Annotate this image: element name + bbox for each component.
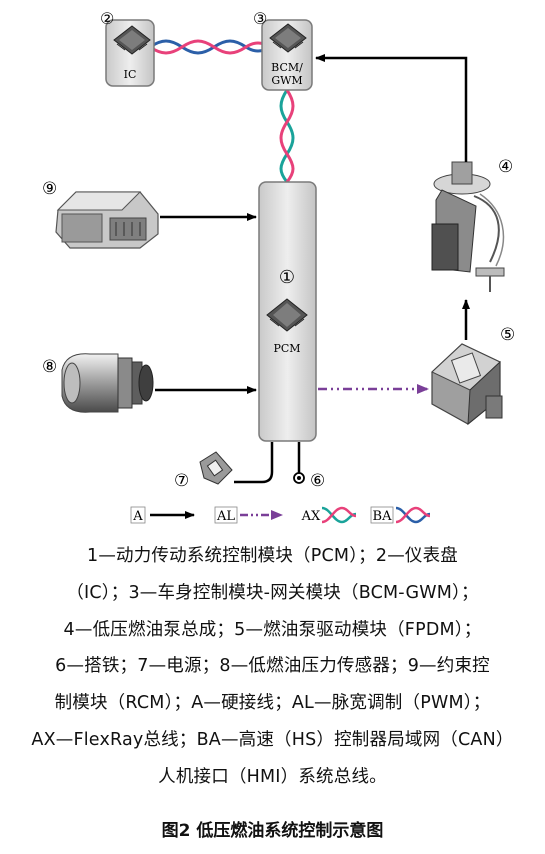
fpdm-number: ⑤ xyxy=(500,325,515,345)
caption-line-1: 1—动力传动系统控制模块（PCM）；2—仪表盘 xyxy=(87,546,458,566)
figure-title: 图2 低压燃油系统控制示意图 xyxy=(161,821,384,841)
legend-flexray: AX xyxy=(301,506,357,524)
chip-icon xyxy=(269,23,307,53)
ic-number: ② xyxy=(100,9,114,28)
legend-can: BA xyxy=(370,506,431,524)
caption-line-6: AX—FlexRay总线；BA—高速（HS）控制器局域网（CAN） xyxy=(31,730,514,750)
caption-line-3: 4—低压燃油泵总成；5—燃油泵驱动模块（FPDM）； xyxy=(63,620,482,640)
legend-hardwire: A xyxy=(130,506,195,524)
bcm-label-line2: GWM xyxy=(271,74,302,87)
rcm-module xyxy=(55,191,159,249)
ic-module: IC xyxy=(105,19,155,87)
power-wire xyxy=(234,442,274,484)
legend-flexray-label: AX xyxy=(301,509,321,524)
pcm-label: PCM xyxy=(273,342,300,355)
legend-pwm-label: AL xyxy=(216,509,235,524)
legend-pwm: AL xyxy=(214,506,283,524)
caption-line-2: （IC）；3—车身控制模块-网关模块（BCM-GWM）； xyxy=(66,583,479,603)
ground-terminal-icon xyxy=(293,472,305,484)
pressure-sensor xyxy=(61,353,154,413)
flexray-bus-bcm-pcm xyxy=(279,89,295,183)
pcm-module: ① PCM xyxy=(258,181,317,442)
bcm-number: ③ xyxy=(253,9,267,28)
legend-hardwire-label: A xyxy=(132,509,143,524)
legend-can-label: BA xyxy=(373,509,393,524)
ic-label: IC xyxy=(124,68,137,81)
can-bus-ic-bcm xyxy=(149,39,265,55)
fpdm-module xyxy=(431,343,503,426)
chip-icon xyxy=(266,298,308,332)
fuel-control-diagram: IC BCM/ GWM ② ③ ① PCM xyxy=(42,9,515,524)
legend: A AL AX BA xyxy=(130,506,431,524)
caption-line-4: 6—搭铁；7—电源；8—低燃油压力传感器；9—约束控 xyxy=(55,656,490,676)
caption-line-7: 人机接口（HMI）系统总线。 xyxy=(158,767,387,787)
chip-icon xyxy=(113,25,151,55)
power-number: ⑦ xyxy=(174,471,189,491)
fuel-pump-number: ④ xyxy=(498,157,513,177)
pcm-number: ① xyxy=(279,267,295,288)
ground-number: ⑥ xyxy=(310,471,325,491)
bcm-gwm-module: BCM/ GWM xyxy=(261,19,313,91)
fuel-pump-assembly xyxy=(431,161,505,292)
rcm-number: ⑨ xyxy=(42,179,57,199)
bcm-label-line1: BCM/ xyxy=(271,61,303,74)
fuse-icon xyxy=(199,451,233,485)
pressure-sensor-number: ⑧ xyxy=(42,357,57,377)
caption-line-5: 制模块（RCM）；A—硬接线；AL—脉宽调制（PWM）； xyxy=(54,693,491,713)
hardwire-arrow-pump-bcm xyxy=(315,54,468,162)
